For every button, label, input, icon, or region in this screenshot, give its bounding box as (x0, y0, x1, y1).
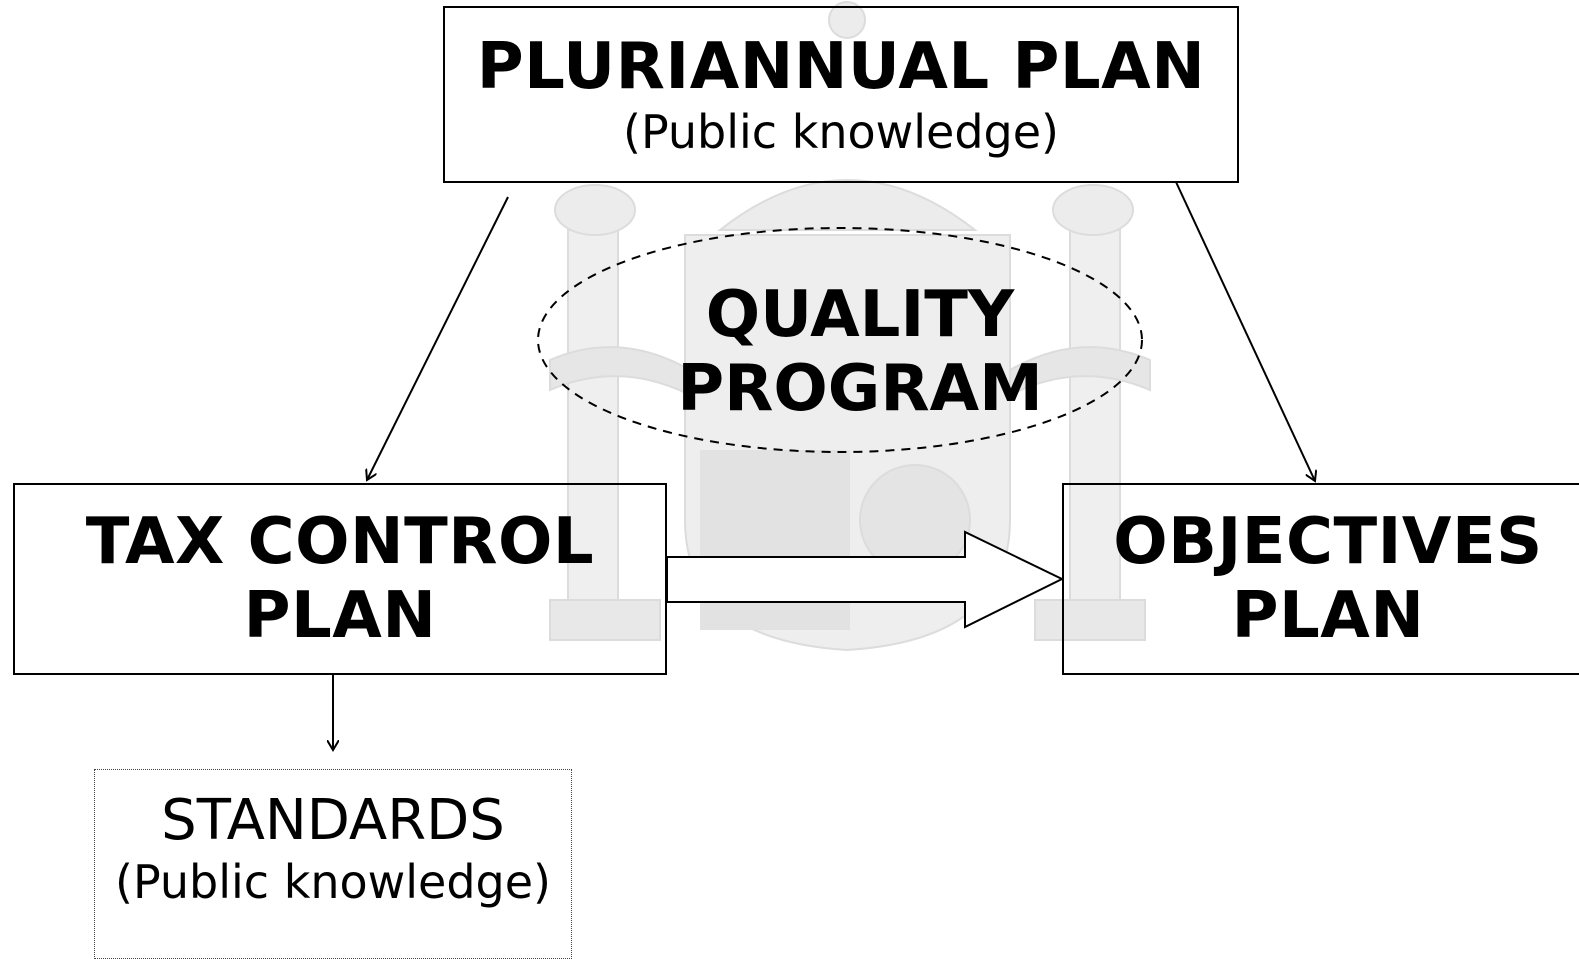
arrow-pluriannual-to-tax-control (367, 196, 509, 480)
standards-title: STANDARDS (161, 788, 505, 853)
quality-program-label: QUALITY PROGRAM (600, 272, 1120, 432)
block-arrow-tax-control-to-objectives (666, 530, 1065, 629)
objectives-plan-line1: OBJECTIVES (1113, 505, 1543, 579)
standards-subtitle: (Public knowledge) (115, 855, 551, 909)
pluriannual-plan-subtitle: (Public knowledge) (623, 104, 1059, 159)
quality-program-line1: QUALITY (705, 278, 1015, 352)
objectives-plan-box: OBJECTIVES PLAN (1062, 483, 1579, 675)
standards-box: STANDARDS (Public knowledge) (94, 769, 572, 959)
quality-program-ellipse (537, 227, 1143, 453)
pluriannual-plan-box: PLURIANNUAL PLAN (Public knowledge) (443, 6, 1239, 183)
objectives-plan-line2: PLAN (1231, 579, 1425, 653)
tax-control-plan-box: TAX CONTROL PLAN (13, 483, 667, 675)
pluriannual-plan-title: PLURIANNUAL PLAN (476, 29, 1206, 104)
quality-program-line2: PROGRAM (677, 352, 1043, 426)
tax-control-plan-line1: TAX CONTROL (85, 505, 595, 579)
tax-control-plan-line2: PLAN (243, 579, 437, 653)
arrow-pluriannual-to-objectives (1175, 181, 1315, 481)
